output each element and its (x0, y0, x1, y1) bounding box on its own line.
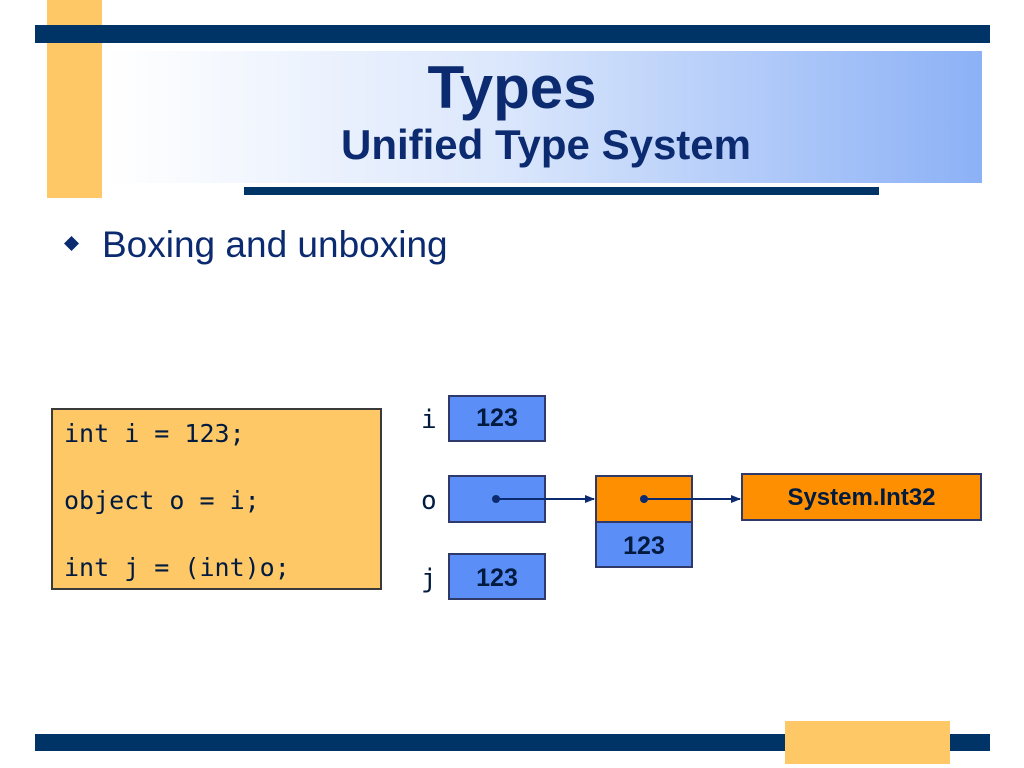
code-box: int i = 123; object o = i; int j = (int)… (51, 408, 382, 590)
bottom-navy-band (35, 734, 990, 751)
diamond-bullet-icon (64, 236, 79, 251)
type-descriptor-box: System.Int32 (741, 473, 982, 521)
value-box-i: 123 (448, 395, 546, 442)
top-navy-band (35, 25, 990, 43)
reference-box-o (448, 475, 546, 523)
variable-label-j: j (421, 564, 437, 594)
code-line: object o = i; (64, 486, 260, 515)
slide-title: Types (427, 54, 597, 121)
value-box-j: 123 (448, 553, 546, 600)
title-gradient-panel (108, 51, 982, 183)
variable-label-o: o (421, 486, 437, 516)
variable-label-i: i (421, 405, 437, 435)
slide-subtitle: Unified Type System (341, 121, 751, 168)
title-underline (244, 187, 879, 195)
code-line: int i = 123; (64, 419, 245, 448)
yellow-accent-bar-bottom (785, 721, 950, 764)
bullet-text: Boxing and unboxing (102, 224, 448, 265)
code-line: int j = (int)o; (64, 553, 290, 582)
boxed-object-header (595, 475, 693, 523)
boxed-value-box: 123 (595, 521, 693, 568)
